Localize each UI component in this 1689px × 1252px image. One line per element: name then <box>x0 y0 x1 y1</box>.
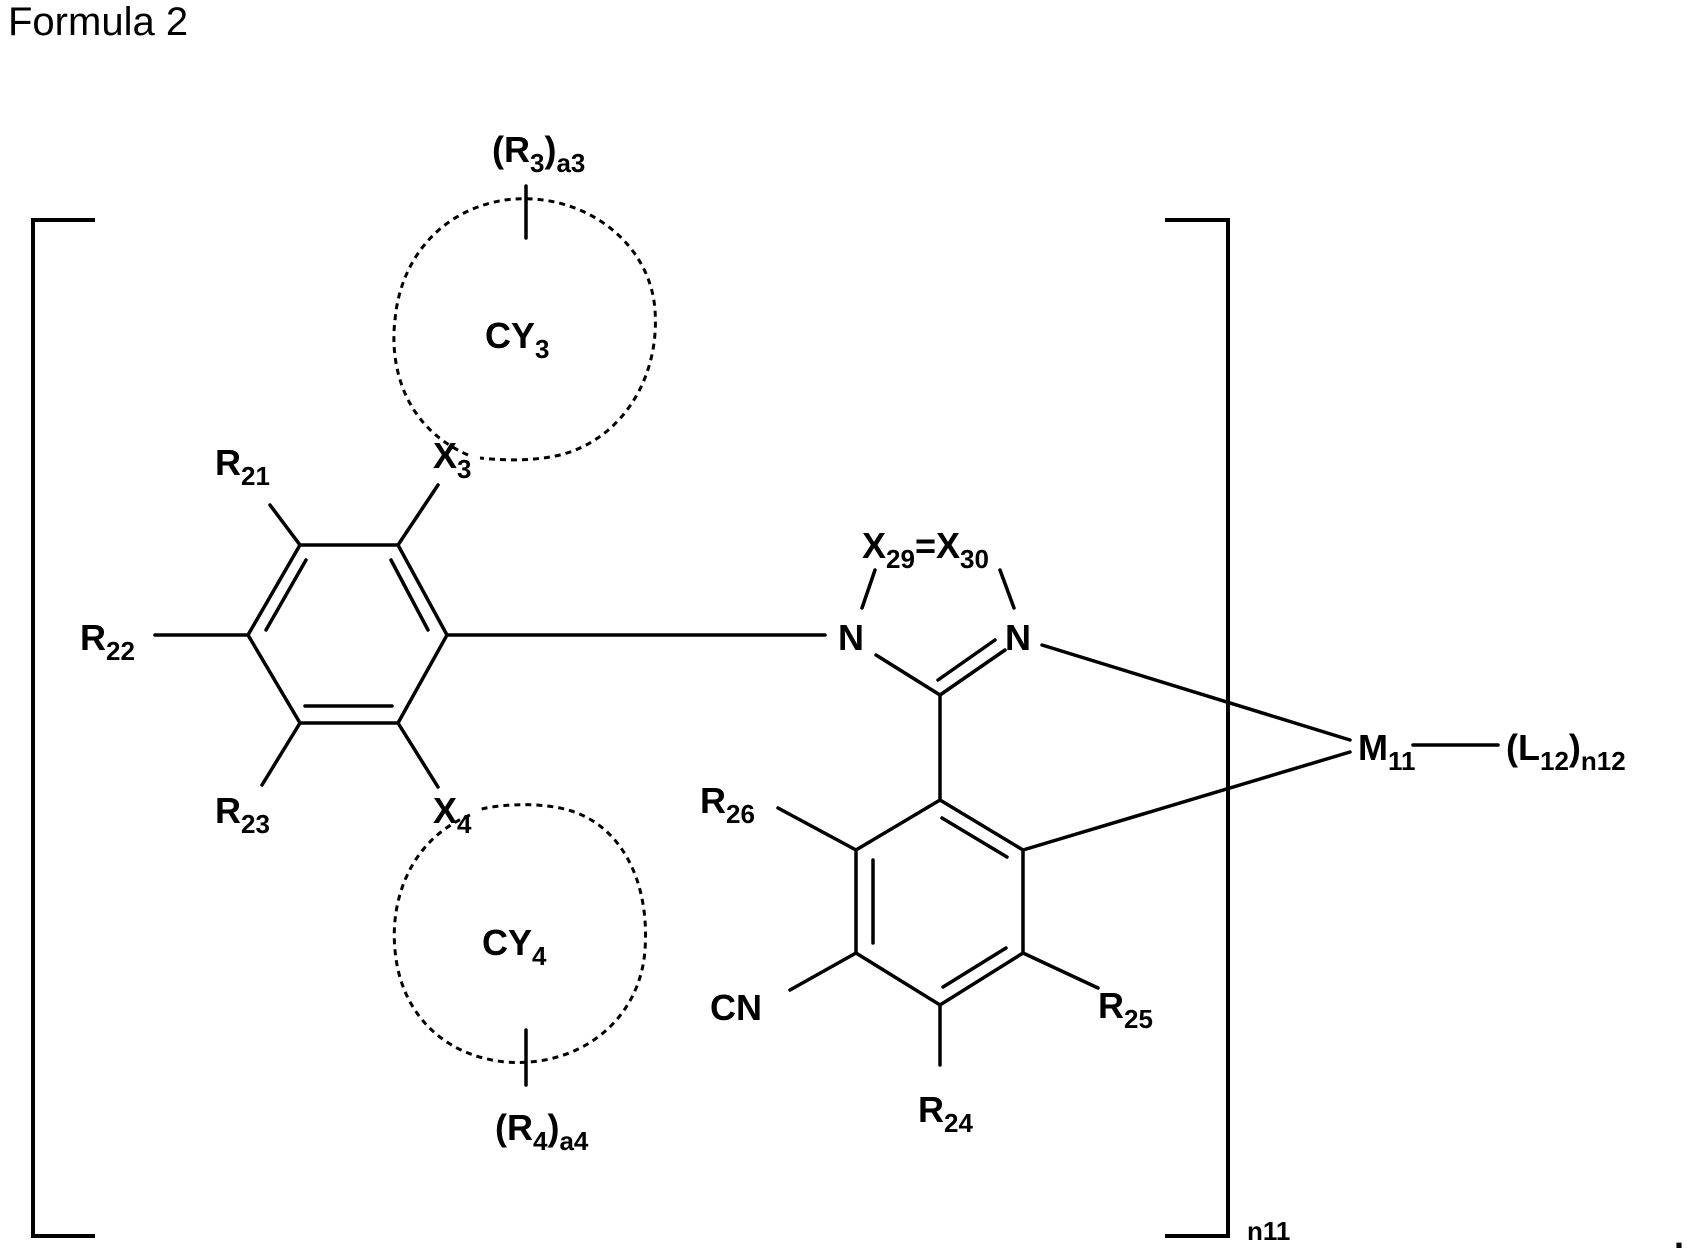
n11-label: n11 <box>1247 1216 1290 1246</box>
x4-label: X4 <box>433 790 472 839</box>
r3-group-label: (R3)a3 <box>492 129 585 178</box>
l12-group-label: (L12)n12 <box>1506 727 1626 776</box>
r24-label: R24 <box>918 1089 973 1138</box>
n-left-label: N <box>838 617 864 658</box>
r25-label: R25 <box>1098 985 1153 1034</box>
left-ring-substituent-bonds <box>155 485 825 787</box>
metal-coordination-bonds <box>1023 645 1498 850</box>
left-bracket <box>33 220 95 1236</box>
r4-group-label: (R4)a4 <box>495 1107 589 1156</box>
left-benzene-ring <box>248 545 447 723</box>
r23-label: R23 <box>215 790 270 839</box>
trailing-period: . <box>1674 1215 1684 1252</box>
azole-ring-bonds <box>862 570 1014 800</box>
cy3-label: CY3 <box>485 315 549 364</box>
right-ring-substituent-bonds <box>778 808 1098 1065</box>
right-benzene-ring <box>856 800 1023 1005</box>
r26-label: R26 <box>700 780 755 829</box>
cn-label: CN <box>710 987 762 1028</box>
right-bracket <box>1165 220 1228 1236</box>
cy4-label: CY4 <box>482 922 547 971</box>
m11-label: M11 <box>1358 727 1416 776</box>
x29-x30-label: X29=X30 <box>862 525 989 574</box>
r22-label: R22 <box>80 617 135 666</box>
n-right-label: N <box>1005 617 1031 658</box>
x3-label: X3 <box>433 435 471 484</box>
r21-label: R21 <box>215 442 270 491</box>
